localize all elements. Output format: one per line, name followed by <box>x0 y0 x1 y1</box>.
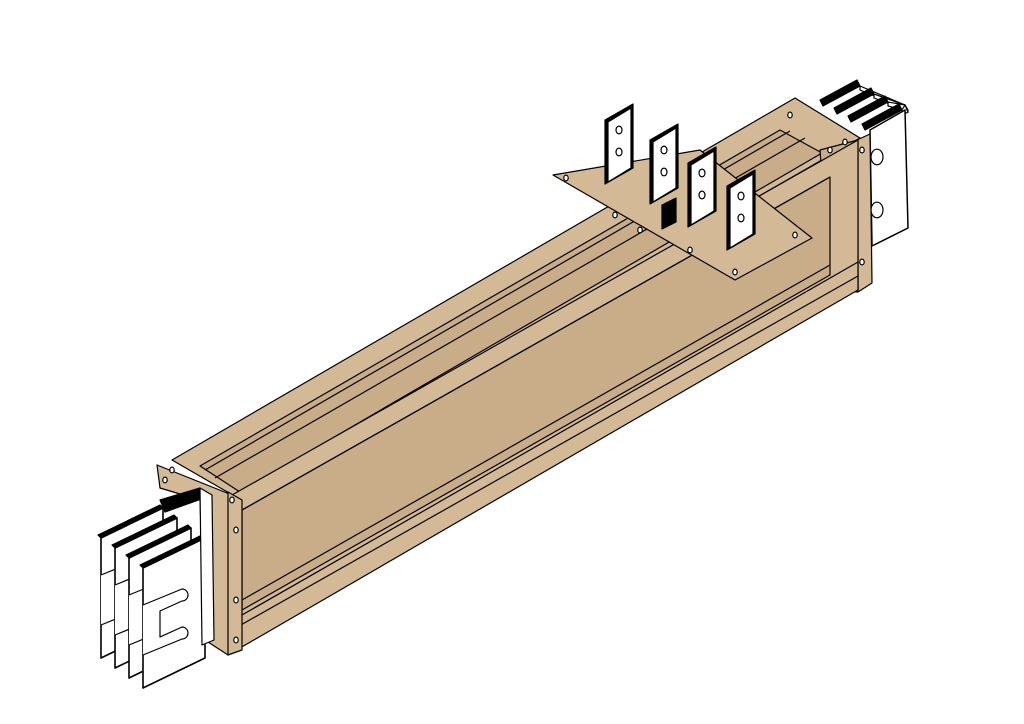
bolt-hole <box>698 190 706 200</box>
bolt-hole <box>233 636 239 644</box>
bolt-hole <box>660 167 668 177</box>
bolt-hole <box>612 211 618 219</box>
busbar-right-front <box>869 109 909 247</box>
housing-rib <box>241 261 859 616</box>
bolt-hole <box>660 145 668 155</box>
bolt-hole <box>637 226 643 234</box>
bolt-hole <box>792 231 798 239</box>
bolt-hole <box>162 476 168 484</box>
tap-off-bracket-0 <box>607 107 632 183</box>
bolt-hole <box>787 111 793 119</box>
bolt-hole <box>737 213 745 223</box>
bolt-hole <box>615 125 623 135</box>
bolt-hole <box>732 268 738 276</box>
housing-right-end <box>856 133 873 293</box>
bolt-hole <box>737 191 745 201</box>
housing-rib <box>231 275 859 631</box>
bolt-hole <box>827 146 833 154</box>
tap-off-bracket-3 <box>729 173 754 249</box>
busbar-slot <box>142 588 189 656</box>
bolt-hole <box>859 258 865 266</box>
busbar-hole <box>870 148 884 166</box>
bolt-hole <box>233 596 239 604</box>
bolt-hole <box>169 466 175 474</box>
bracket-clip <box>661 197 677 230</box>
bolt-hole <box>842 138 848 146</box>
bolt-hole <box>687 246 693 254</box>
housing-rib <box>241 264 831 601</box>
bolt-hole <box>698 168 706 178</box>
tap-off-bracket-1 <box>652 127 677 203</box>
bolt-hole <box>233 526 239 534</box>
bolt-hole <box>615 147 623 157</box>
tap-off-bracket-2 <box>690 150 715 226</box>
bolt-hole <box>859 146 865 154</box>
busbar-hole <box>870 201 884 219</box>
bolt-hole <box>229 496 235 504</box>
busbar-left-end-plate <box>199 487 215 646</box>
housing-left-flange <box>227 491 243 656</box>
bolt-hole <box>563 174 569 182</box>
